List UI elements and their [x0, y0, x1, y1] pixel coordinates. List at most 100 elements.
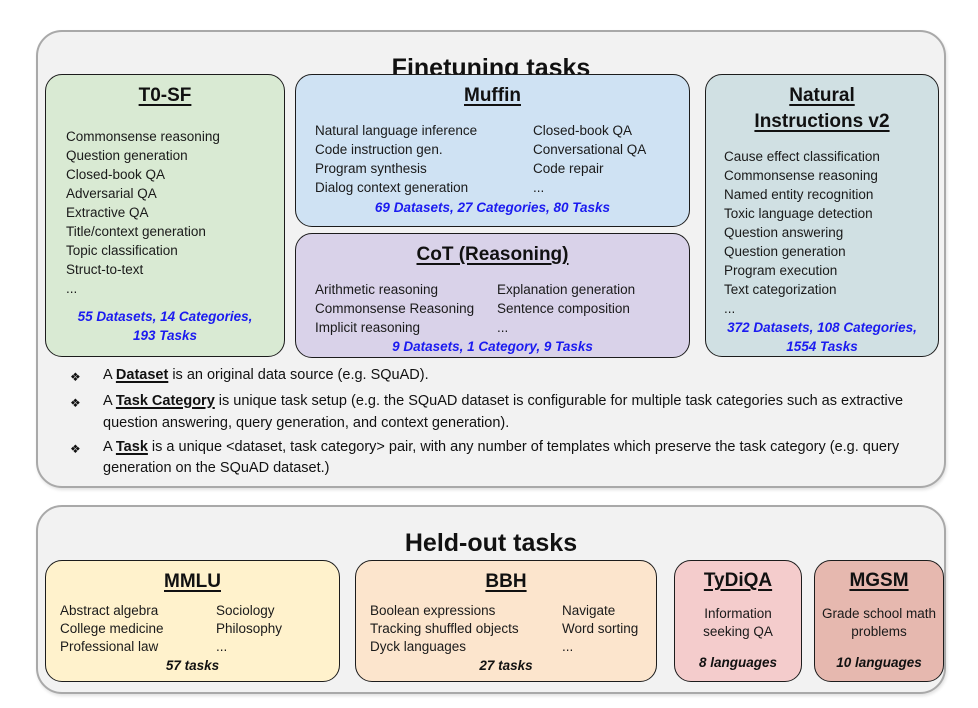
mgsm-box: MGSM Grade school math problems 10 langu…: [814, 560, 944, 682]
task-category-item: Dialog context generation: [315, 180, 469, 195]
tydiqa-stats: 8 languages: [675, 653, 801, 681]
bullet-diamond-icon: ❖: [70, 396, 81, 410]
definition-term: Task Category: [115, 393, 215, 409]
stats-line: 9 Datasets, 1 Category, 9 Tasks: [392, 339, 593, 354]
stats-line: 372 Datasets, 108 Categories,: [727, 320, 917, 335]
task-item: ...: [216, 639, 228, 654]
stats-line: 27 tasks: [479, 658, 533, 673]
bbh-title: BBH: [485, 571, 527, 592]
task-category-item: Natural language inference: [315, 123, 478, 138]
task-category-item: Topic classification: [66, 243, 178, 258]
niv2-stats: 372 Datasets, 108 Categories, 1554 Tasks: [706, 318, 938, 367]
definition-prefix: A: [103, 367, 116, 383]
stats-line: 8 languages: [698, 655, 778, 670]
cot-stats: 9 Datasets, 1 Category, 9 Tasks: [296, 337, 689, 365]
task-item: Professional law: [60, 639, 159, 654]
task-category-item: Text categorization: [724, 282, 837, 297]
mgsm-stats: 10 languages: [815, 653, 943, 681]
t0sf-stats: 55 Datasets, 14 Categories,193 Tasks: [46, 307, 284, 356]
dataset-definition-text: A Dataset is an original data source (e.…: [103, 365, 918, 389]
definitions-list: ❖ A Dataset is an original data source (…: [66, 365, 918, 482]
task-item: Boolean expressions: [370, 603, 496, 618]
task-category-item: ...: [533, 180, 545, 195]
stats-line: 1554 Tasks: [786, 339, 858, 354]
task-category-item: Extractive QA: [66, 205, 149, 220]
task-category-item: Named entity recognition: [724, 187, 874, 202]
task-item: Word sorting: [562, 621, 639, 636]
task-definition-bullet: ❖ A Task is a unique <dataset, task cate…: [66, 437, 918, 480]
task-category-item: ...: [724, 301, 736, 316]
task-category-item: Program synthesis: [315, 161, 427, 176]
task-item: Sociology: [216, 603, 275, 618]
dataset-definition-bullet: ❖ A Dataset is an original data source (…: [66, 365, 918, 389]
definition-rest: is a unique <dataset, task category> pai…: [103, 438, 900, 477]
niv2-title: Natural Instructions v2: [754, 85, 890, 132]
natural-instructions-v2-box: Natural Instructions v2 Cause effect cla…: [705, 74, 939, 357]
heldout-panel-title: Held-out tasks: [404, 528, 578, 557]
definition-term: Dataset: [115, 367, 169, 383]
task-item: Abstract algebra: [60, 603, 159, 618]
tydiqa-box: TyDiQA Information seeking QA 8 language…: [674, 560, 802, 682]
finetuning-tasks-panel: Finetuning tasks T0-SF Commonsense reaso…: [36, 30, 946, 488]
task-category-item: ...: [66, 281, 78, 296]
task-category-item: Struct-to-text: [66, 262, 144, 277]
mmlu-stats: 57 tasks: [46, 656, 339, 686]
task-category-item: Closed-book QA: [533, 123, 633, 138]
definition-rest: is unique task setup (e.g. the SQuAD dat…: [103, 393, 904, 431]
mgsm-title: MGSM: [849, 570, 909, 591]
mmlu-title: MMLU: [164, 571, 221, 592]
bbh-stats: 27 tasks: [356, 656, 656, 686]
stats-line: 69 Datasets, 27 Categories, 80 Tasks: [374, 200, 611, 215]
t0sf-title: T0-SF: [138, 85, 192, 106]
task-item: College medicine: [60, 621, 164, 636]
task-item: Dyck languages: [370, 639, 467, 654]
bullet-diamond-icon: ❖: [70, 441, 81, 456]
mgsm-description: Grade school math problems: [821, 606, 937, 639]
task-category-item: Sentence composition: [497, 301, 630, 316]
bullet-diamond-icon: ❖: [70, 370, 81, 384]
task-category-item: Commonsense reasoning: [724, 168, 878, 183]
task-category-item: Code repair: [533, 161, 604, 176]
muffin-stats: 69 Datasets, 27 Categories, 80 Tasks: [296, 198, 689, 226]
task-category-item: Code instruction gen.: [315, 142, 443, 157]
definition-prefix: A: [103, 438, 116, 455]
stats-line: 57 tasks: [165, 658, 220, 673]
stats-line: 193 Tasks: [132, 328, 198, 343]
stats-line: 10 languages: [836, 655, 922, 670]
tydiqa-description: Information seeking QA: [703, 606, 773, 639]
task-category-item: Program execution: [724, 263, 838, 278]
definition-rest: is an original data source (e.g. SQuAD).: [168, 367, 429, 383]
task-item: ...: [562, 639, 574, 654]
task-definition-text: A Task is a unique <dataset, task catego…: [103, 437, 918, 480]
task-item: Tracking shuffled objects: [370, 621, 519, 636]
task-category-item: Question generation: [724, 244, 846, 259]
muffin-title: Muffin: [464, 85, 521, 106]
task-item: Philosophy: [216, 621, 283, 636]
definition-term: Task: [115, 438, 148, 455]
task-category-item: Arithmetic reasoning: [315, 282, 439, 297]
task-category-item: Commonsense reasoning: [66, 129, 220, 144]
task-item: Navigate: [562, 603, 616, 618]
task-category-item: Cause effect classification: [724, 149, 880, 164]
cot-title: CoT (Reasoning): [416, 244, 569, 265]
task-category-definition-text: A Task Category is unique task setup (e.…: [103, 391, 918, 434]
definition-prefix: A: [103, 393, 116, 409]
task-category-item: Conversational QA: [533, 142, 647, 157]
task-category-item: Question generation: [66, 148, 188, 163]
